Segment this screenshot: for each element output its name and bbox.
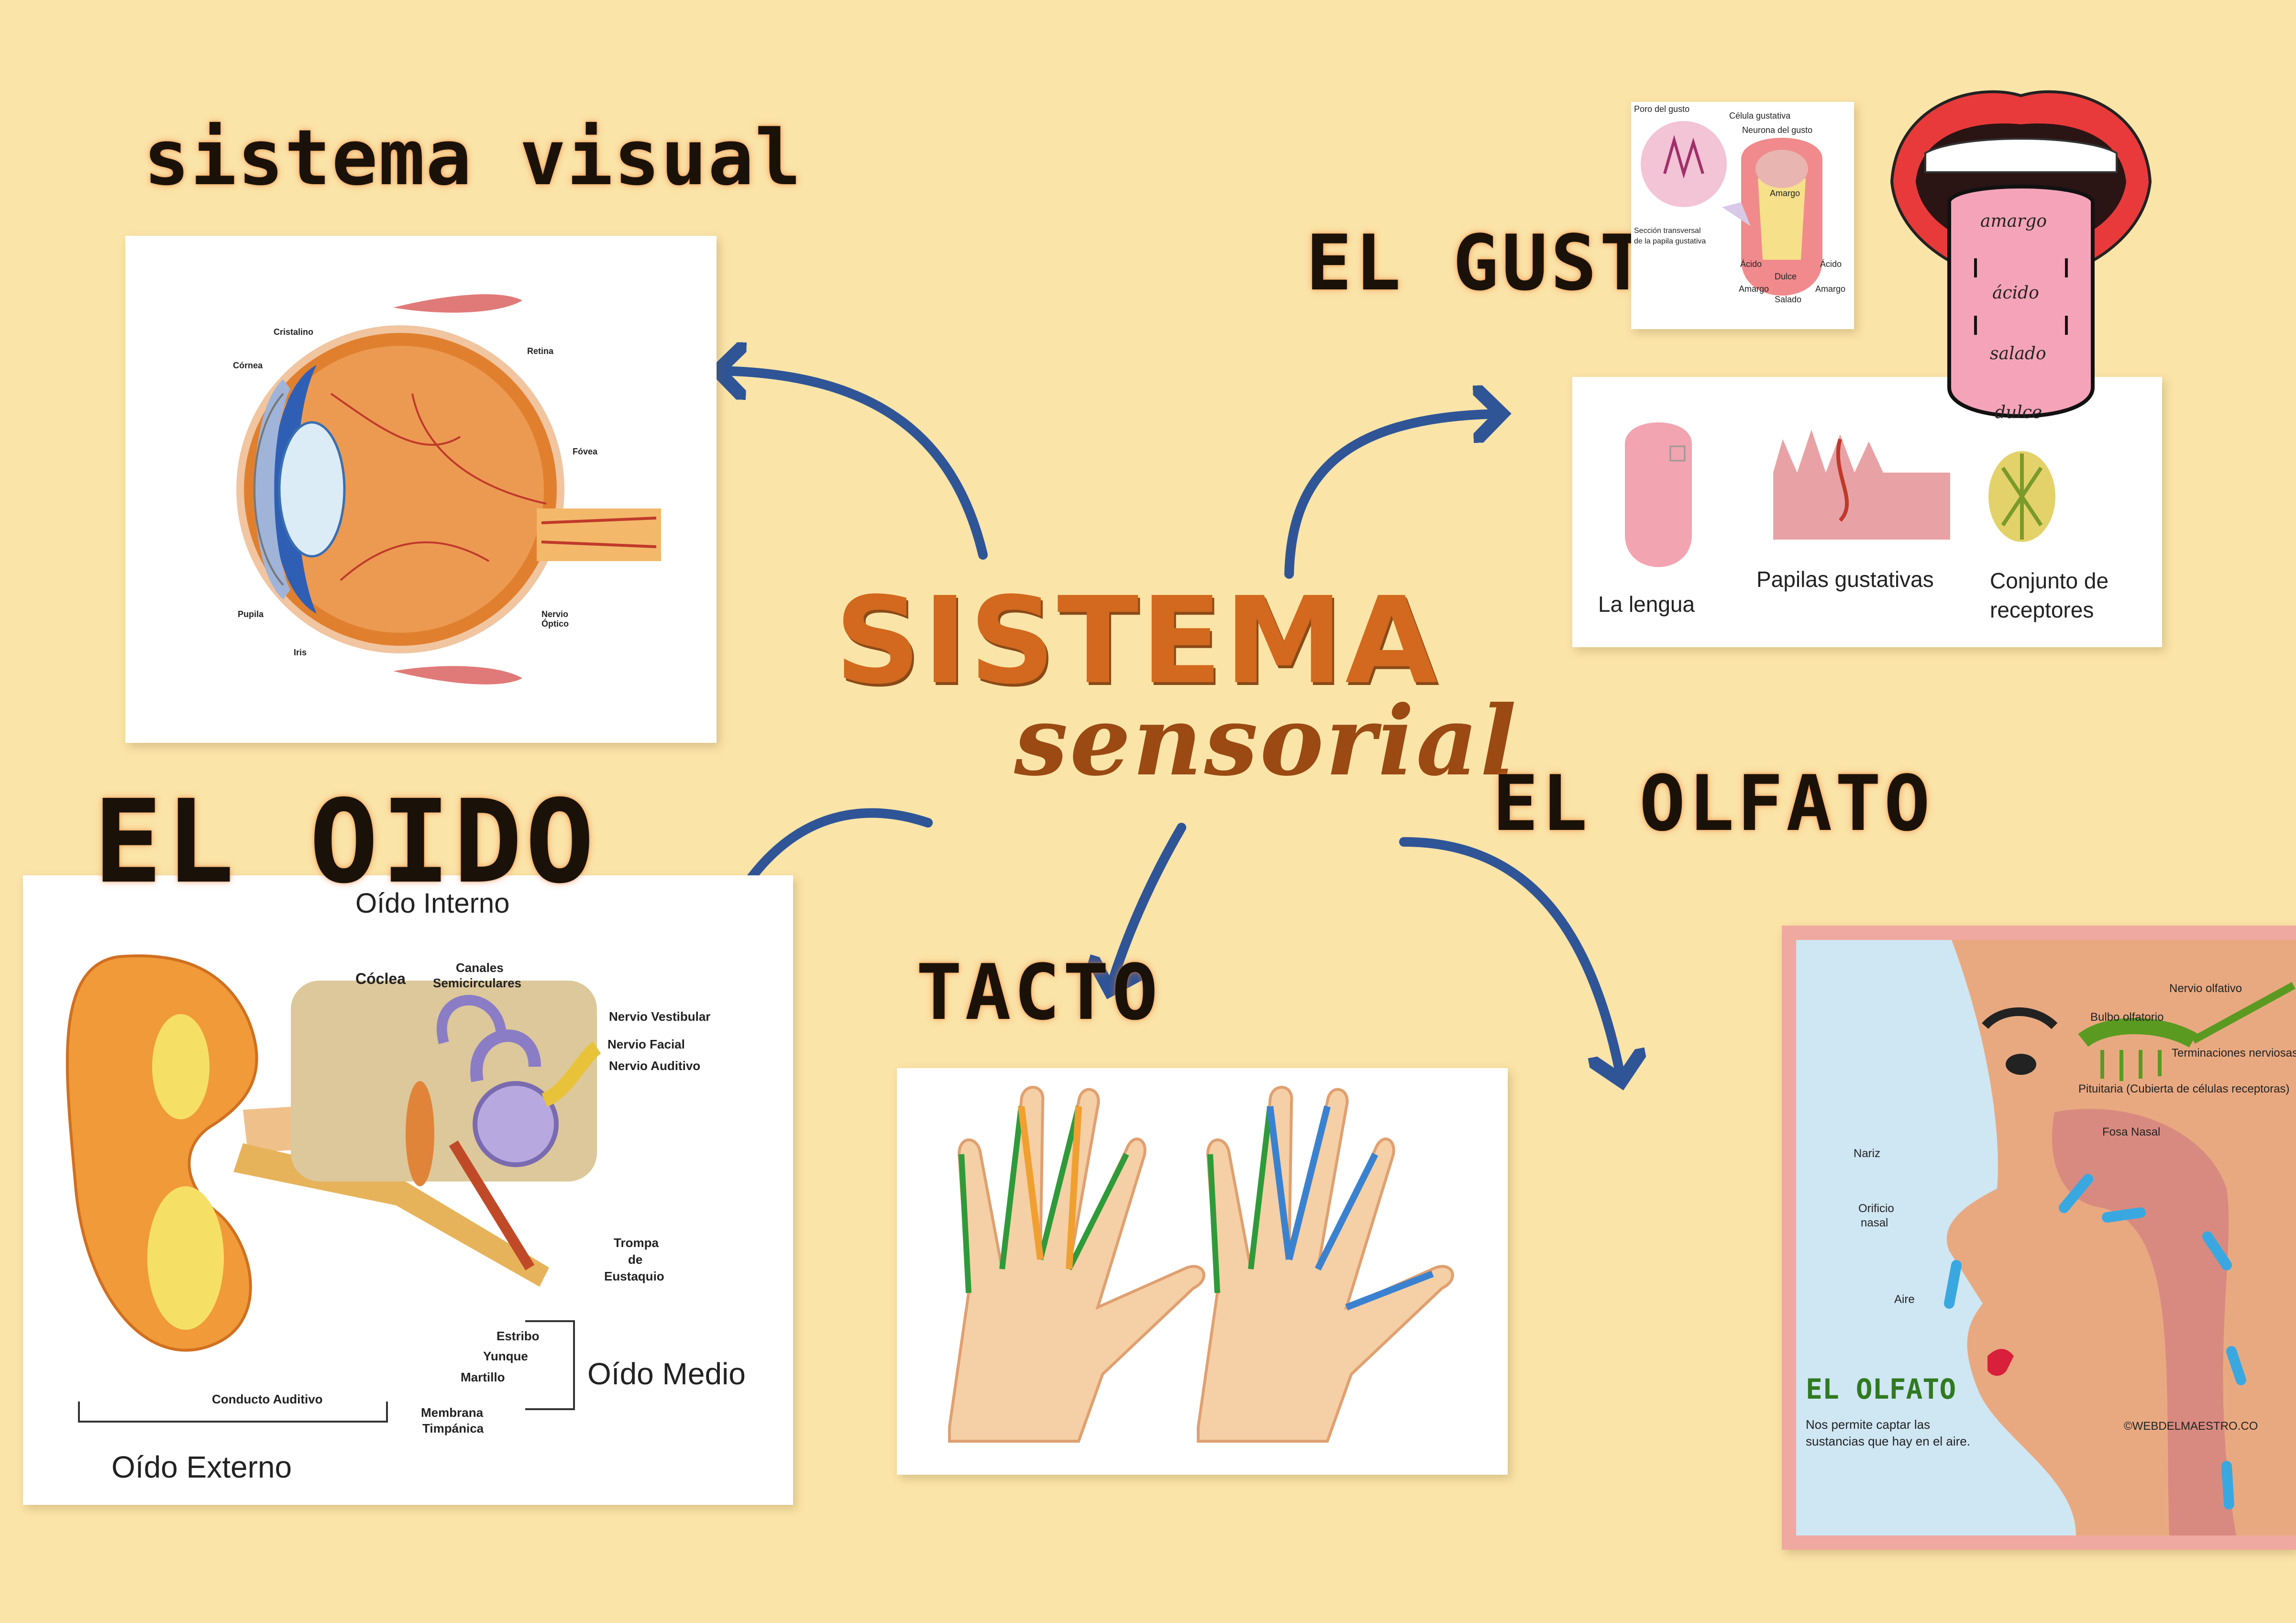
olfato-copyright: ©WEBDELMAESTRO.CO bbox=[2124, 1420, 2258, 1433]
label-martillo: Martillo bbox=[461, 1370, 505, 1384]
label-nervio-olfativo: Nervio olfativo bbox=[2169, 982, 2242, 995]
label-orificio2: nasal bbox=[1861, 1216, 1888, 1229]
label-dulce: Dulce bbox=[1775, 272, 1797, 281]
label-oido-interno: Oído Interno bbox=[355, 888, 510, 919]
label-oido-medio: Oído Medio bbox=[587, 1357, 746, 1391]
mouth-label-salado: salado bbox=[1990, 344, 2046, 364]
center-subtitle: sensorial bbox=[1014, 685, 1519, 797]
oido-card: Oído Interno Cóclea Canales Semicircular… bbox=[23, 875, 793, 1505]
label-acido-left: Ácido bbox=[1740, 259, 1762, 269]
label-nervio: Nervio bbox=[541, 609, 569, 619]
hands-diagram bbox=[948, 1086, 1454, 1443]
label-cornea: Córnea bbox=[233, 361, 263, 370]
label-pituitaria: Pituitaria (Cubierta de células receptor… bbox=[2078, 1082, 2290, 1095]
bracket-medio bbox=[525, 1320, 575, 1410]
oido-title: EL OIDO bbox=[93, 775, 597, 909]
mouth-tongue-diagram bbox=[1890, 90, 2152, 418]
label-conducto: Conducto Auditivo bbox=[212, 1392, 323, 1406]
label-amargo-top: Amargo bbox=[1770, 188, 1800, 198]
nose-diagram bbox=[1944, 940, 2296, 1535]
label-trompa3: Eustaquio bbox=[604, 1269, 664, 1283]
mouth-label-dulce: dulce bbox=[1995, 403, 2042, 422]
gusto-small-card: Poro del gusto Célula gustativa Neurona … bbox=[1631, 102, 1854, 329]
ear-diagram bbox=[66, 954, 602, 1352]
label-yunque: Yunque bbox=[483, 1349, 528, 1363]
label-lengua: La lengua bbox=[1598, 592, 1695, 617]
label-conjunto2: receptores bbox=[1990, 597, 2094, 622]
label-optico: Óptico bbox=[541, 619, 569, 629]
label-aire: Aire bbox=[1894, 1293, 1915, 1306]
label-membrana2: Timpánica bbox=[422, 1421, 484, 1435]
label-papilas: Papilas gustativas bbox=[1756, 567, 1934, 592]
taste-papilla-diagram bbox=[1641, 121, 1822, 296]
label-estribo: Estribo bbox=[497, 1329, 540, 1343]
label-seccion2: de la papila gustativa bbox=[1634, 237, 1706, 245]
label-acido-right: Ácido bbox=[1820, 259, 1842, 269]
label-nervio-facial: Nervio Facial bbox=[607, 1037, 685, 1051]
mouth-label-acido: ácido bbox=[1992, 283, 2039, 303]
olfato-inner-title: EL OLFATO bbox=[1806, 1373, 1956, 1405]
label-amargo-right: Amargo bbox=[1815, 284, 1846, 294]
label-seccion1: Sección transversal bbox=[1634, 227, 1701, 235]
label-iris: Iris bbox=[294, 648, 307, 657]
label-nervio-auditivo: Nervio Auditivo bbox=[609, 1059, 701, 1073]
label-oido-externo: Oído Externo bbox=[111, 1450, 292, 1484]
label-salado: Salado bbox=[1775, 295, 1802, 304]
label-membrana1: Membrana bbox=[421, 1405, 484, 1420]
label-celula: Célula gustativa bbox=[1729, 111, 1791, 121]
label-fovea: Fóvea bbox=[573, 447, 598, 456]
label-neurona: Neurona del gusto bbox=[1742, 125, 1813, 135]
olfato-title: EL OLFATO bbox=[1492, 759, 1933, 848]
label-conjunto1: Conjunto de bbox=[1990, 568, 2109, 593]
label-canales1: Canales bbox=[456, 961, 504, 975]
label-nariz: Nariz bbox=[1854, 1147, 1881, 1160]
label-trompa1: Trompa bbox=[614, 1236, 659, 1250]
label-canales2: Semicirculares bbox=[433, 976, 522, 990]
tacto-card bbox=[897, 1068, 1508, 1475]
arrow-to-olfato bbox=[1399, 837, 1622, 1081]
taste-receptors-diagram bbox=[1625, 422, 2055, 567]
label-cristalino: Cristalino bbox=[274, 327, 314, 337]
arrow-to-tacto bbox=[1110, 823, 1186, 990]
center-title: SISTEMA bbox=[835, 571, 1440, 710]
label-nervio-vestibular: Nervio Vestibular bbox=[609, 1009, 711, 1024]
olfato-desc2: sustancias que hay en el aire. bbox=[1806, 1434, 1970, 1448]
label-orificio1: Orificio bbox=[1858, 1202, 1894, 1215]
label-amargo-left: Amargo bbox=[1739, 284, 1769, 294]
label-poro: Poro del gusto bbox=[1634, 104, 1690, 114]
olfato-inner: Nervio olfativo Bulbo olfatorio Terminac… bbox=[1796, 940, 2296, 1535]
label-bulbo: Bulbo olfatorio bbox=[2090, 1011, 2164, 1024]
arrow-to-gusto bbox=[1284, 414, 1502, 579]
eye-diagram bbox=[236, 294, 661, 685]
label-pupila: Pupila bbox=[238, 609, 264, 619]
label-trompa2: de bbox=[628, 1252, 643, 1267]
arrow-to-visual bbox=[718, 371, 988, 560]
olfato-card: Nervio olfativo Bulbo olfatorio Terminac… bbox=[1782, 926, 2296, 1550]
label-terminaciones: Terminaciones nerviosas bbox=[2172, 1047, 2296, 1060]
olfato-desc1: Nos permite captar las bbox=[1806, 1417, 1931, 1432]
bracket-externo bbox=[78, 1402, 388, 1423]
label-fosa: Fosa Nasal bbox=[2102, 1126, 2161, 1138]
label-coclea: Cóclea bbox=[355, 970, 406, 987]
mouth-label-amargo: amargo bbox=[1980, 211, 2047, 231]
label-retina: Retina bbox=[527, 346, 554, 356]
tacto-title: TACTO bbox=[916, 948, 1161, 1037]
gusto-title: EL GUSTO bbox=[1306, 218, 1698, 308]
visual-title: sistema visual bbox=[144, 113, 802, 202]
gusto-lower-card: La lengua Papilas gustativas Conjunto de… bbox=[1572, 377, 2162, 647]
visual-card: Cristalino Córnea Retina Fóvea Pupila Ir… bbox=[125, 236, 717, 743]
